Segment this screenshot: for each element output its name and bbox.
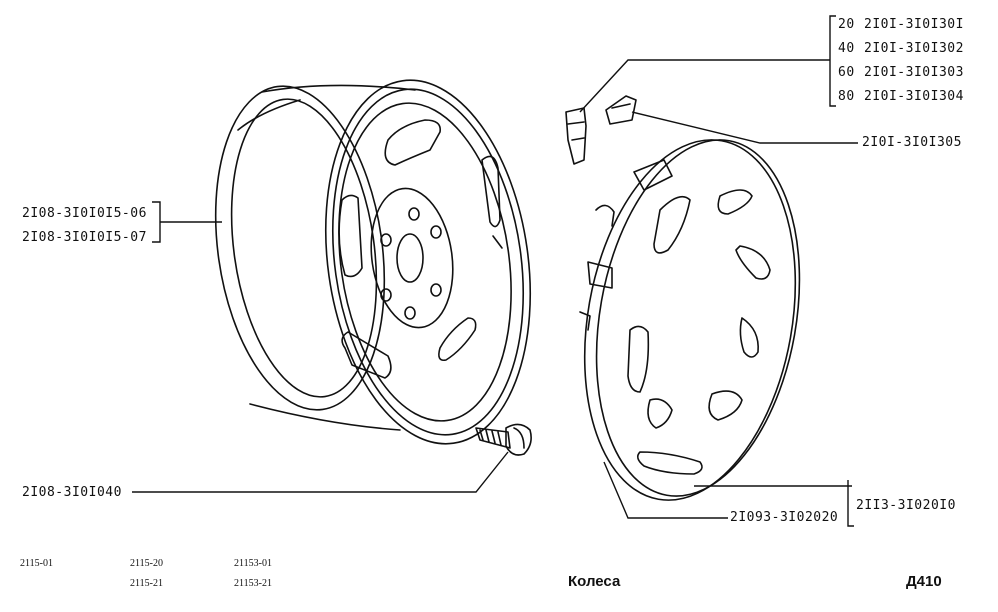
model-code: 2115-21 bbox=[130, 578, 163, 589]
weight-variant-row: 60 2I0I-3I0I303 bbox=[838, 64, 978, 81]
weight-variant-row: 20 2I0I-3I0I30I bbox=[838, 16, 978, 33]
cap-mount-part-number: 2I093-3I02020 bbox=[730, 510, 839, 525]
weight-variant-row: 40 2I0I-3I0I302 bbox=[838, 40, 978, 57]
wheel-bolt bbox=[475, 423, 532, 456]
clip-part-number: 2I0I-3I0I305 bbox=[862, 135, 962, 150]
cap-mount-leader bbox=[603, 461, 728, 519]
weight-qty: 20 bbox=[838, 17, 855, 32]
weight-qty: 80 bbox=[838, 89, 855, 104]
weight-variant-row: 80 2I0I-3I0I304 bbox=[838, 88, 978, 105]
page-title: Колеса bbox=[568, 573, 621, 590]
bolt-part-number: 2I08-3I0I040 bbox=[22, 485, 122, 500]
bolt-leader bbox=[132, 451, 509, 493]
weights-bracket bbox=[829, 15, 836, 107]
weight-qty: 60 bbox=[838, 65, 855, 80]
model-code: 21153-01 bbox=[234, 558, 272, 569]
weight-part-number: 2I0I-3I0I30I bbox=[864, 17, 964, 32]
rim-part-number-b: 2I08-3I0I0I5-07 bbox=[22, 230, 147, 245]
steel-rim bbox=[214, 79, 532, 445]
sheet-number: Д410 bbox=[906, 573, 942, 590]
clip-leader bbox=[631, 111, 858, 144]
rim-part-number-a: 2I08-3I0I0I5-06 bbox=[22, 206, 147, 221]
weight-part-number: 2I0I-3I0I304 bbox=[864, 89, 964, 104]
weight-qty: 40 bbox=[838, 41, 855, 56]
weight-variants-list: 20 2I0I-3I0I30I 40 2I0I-3I0I302 60 2I0I-… bbox=[838, 16, 988, 106]
hub-cap-part-number: 2II3-3I020I0 bbox=[856, 498, 956, 513]
weights-leader bbox=[579, 59, 830, 113]
balance-weight bbox=[565, 95, 637, 165]
rim-bracket bbox=[152, 201, 161, 243]
model-code: 21153-21 bbox=[234, 578, 272, 589]
model-code: 2115-20 bbox=[130, 558, 163, 569]
weight-part-number: 2I0I-3I0I303 bbox=[864, 65, 964, 80]
hub-cap bbox=[579, 139, 801, 501]
model-code: 2115-01 bbox=[20, 558, 53, 569]
weight-part-number: 2I0I-3I0I302 bbox=[864, 41, 964, 56]
